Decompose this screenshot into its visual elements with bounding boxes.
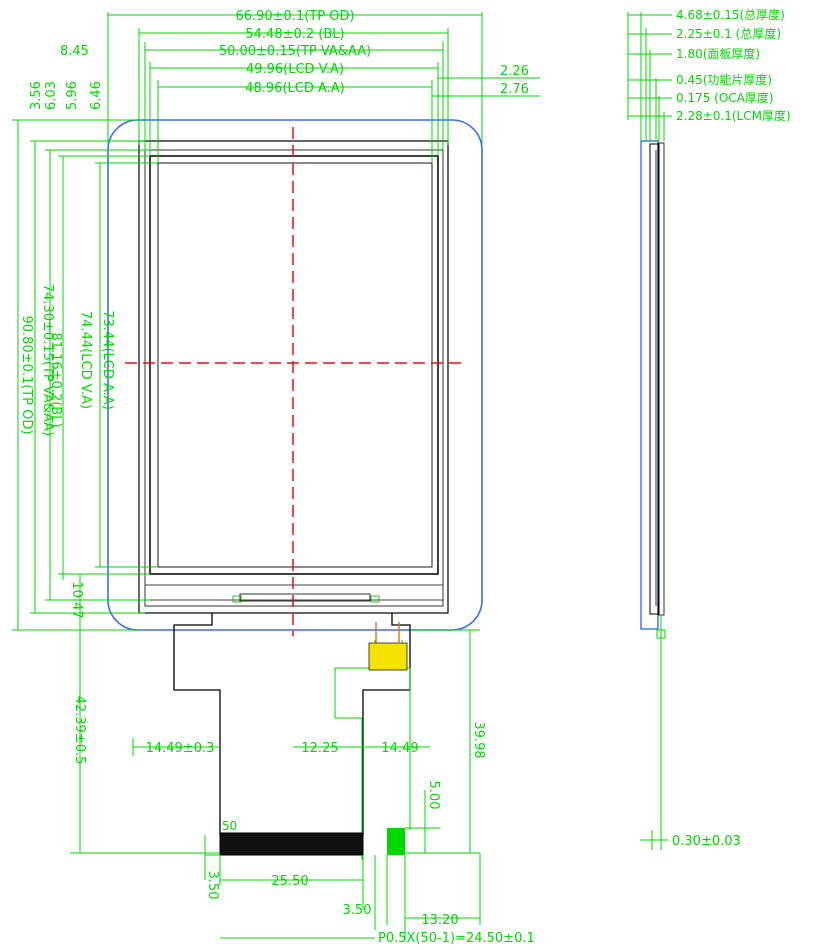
dim-3-56: 3.56 — [29, 81, 44, 110]
dim-bl: 54.48±0.2 (BL) — [245, 27, 344, 42]
dim-42-39: 42.39±0.5 — [72, 696, 87, 765]
side-oca: 0.175 (OCA厚度) — [676, 90, 774, 105]
dim-8-45: 8.45 — [60, 44, 89, 59]
side-panel: 1.80(面板厚度) — [676, 46, 760, 61]
front-view — [107, 119, 483, 860]
pin-label-50: 50 — [222, 819, 237, 833]
dim-2-76: 2.76 — [500, 82, 529, 97]
dim-25-50: 25.50 — [271, 874, 308, 889]
dim-12-25: 12.25 — [301, 741, 338, 756]
dim-14-49-right: 14.49 — [381, 741, 418, 756]
dim-5-96: 5.96 — [65, 81, 80, 110]
dim-5-00: 5.00 — [426, 781, 441, 810]
dim-13-20: 13.20 — [421, 913, 458, 928]
dim-2-26: 2.26 — [500, 64, 529, 79]
dim-tp-od: 66.90±0.1(TP OD) — [235, 9, 354, 24]
dim-tp-od-v: 90.80±0.1(TP OD) — [19, 315, 34, 434]
dim-10-47: 10.47 — [69, 581, 84, 618]
fpc-component-pad — [368, 642, 408, 671]
side-cover: 2.25±0.1 (总厚度) — [676, 26, 781, 41]
ic-bar — [239, 593, 371, 602]
side-func: 0.45(功能片厚度) — [676, 72, 772, 87]
dimension-lines — [12, 12, 540, 940]
lcd-aa-rect — [157, 162, 433, 568]
dim-bl-v: 81.16±0.2(BL) — [48, 332, 63, 427]
dim-lcd-aa: 48.96(LCD A.A) — [245, 81, 345, 96]
side-view — [627, 12, 672, 850]
dim-6-46: 6.46 — [89, 81, 104, 110]
dim-pitch: P0.5X(50-1)=24.50±0.1 — [378, 931, 535, 946]
dim-tp-va-v: 74.30±0.15(TP VA&AA) — [40, 284, 55, 436]
dim-3-50-left: 3.50 — [205, 871, 220, 900]
dim-6-03: 6.03 — [44, 81, 59, 110]
lcd-va-rect — [149, 155, 439, 575]
stiffener-green — [387, 828, 405, 855]
dim-lcd-va: 49.96(LCD V.A) — [246, 62, 344, 77]
side-lcm: 2.28±0.1(LCM厚度) — [676, 108, 791, 123]
dim-14-49-left: 14.49±0.3 — [146, 741, 215, 756]
dim-3-50-bottom: 3.50 — [343, 903, 372, 918]
side-total: 4.68±0.15(总厚度) — [676, 7, 785, 22]
dim-tp-va: 50.00±0.15(TP VA&AA) — [219, 44, 371, 59]
dim-lcd-aa-v: 73.44(LCD A.A) — [100, 310, 115, 410]
fpc-connector-pins — [219, 832, 364, 856]
side-fpc: 0.30±0.03 — [672, 834, 741, 849]
dim-lcd-va-v: 74.44(LCD V.A) — [78, 311, 93, 409]
tp-outline — [107, 119, 483, 631]
centerlines — [125, 127, 462, 636]
dim-39-98: 39.98 — [471, 721, 486, 758]
